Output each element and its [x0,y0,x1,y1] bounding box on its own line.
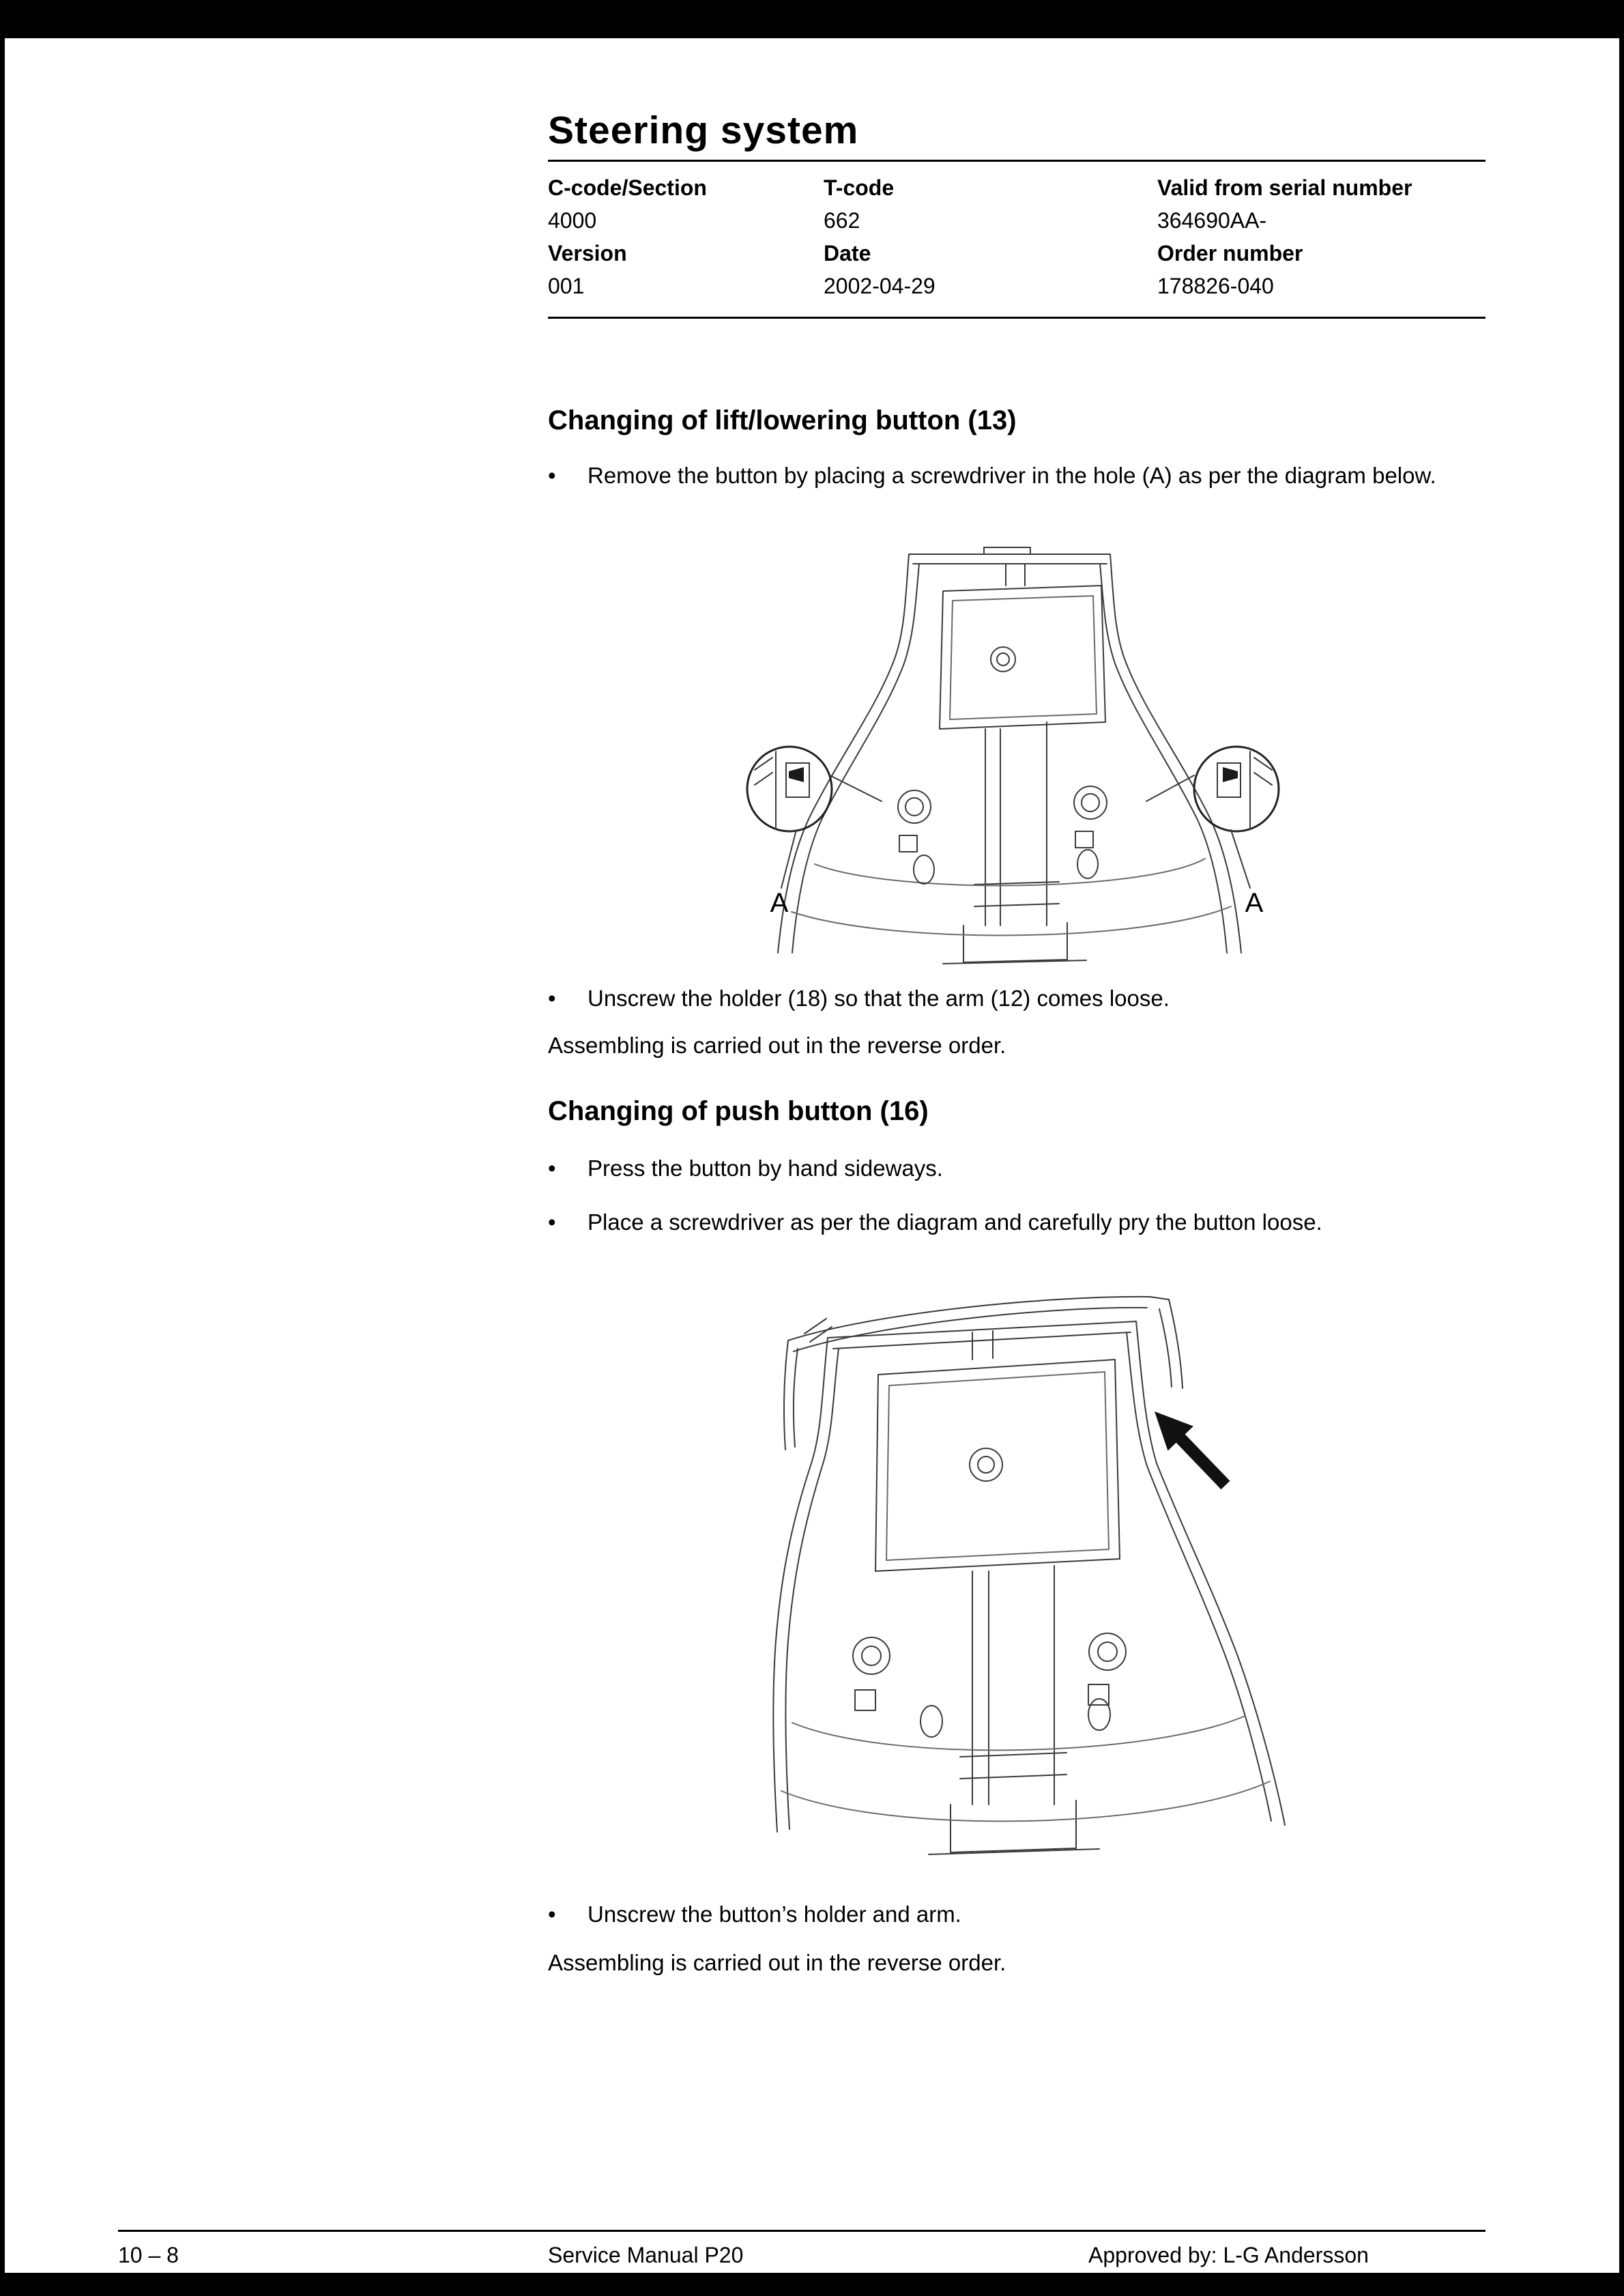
control-head-cover [783,1295,1183,1450]
bullet-marker: • [548,1902,556,1927]
meta-column-tcode: T-code 662 Date 2002-04-29 [824,171,936,302]
lift-button-diagram: A A [738,543,1299,975]
meta-label: Date [824,241,871,266]
meta-rule [548,317,1485,319]
lift-button-diagram-svg: A A [746,547,1280,964]
meta-value: 662 [824,208,860,233]
control-head-body [772,1321,1286,1855]
meta-label: C-code/Section [548,175,707,200]
bullet-text: Remove the button by placing a screwdriv… [588,463,1436,488]
scan-edge-left [0,0,5,2296]
page-title: Steering system [548,109,859,152]
scan-edge-right [1619,0,1624,2296]
detail-callout-left [746,745,833,833]
assembly-note: Assembling is carried out in the reverse… [548,1033,1006,1058]
bullet-item: • Unscrew the holder (18) so that the ar… [548,981,1468,1015]
scan-edge-bottom [0,2273,1624,2296]
meta-column-serial: Valid from serial number 364690AA- Order… [1157,171,1412,302]
meta-label: Order number [1157,241,1303,266]
control-head-outline [777,547,1242,964]
bullet-marker: • [548,1156,556,1181]
section-heading-lift-button: Changing of lift/lowering button (13) [548,405,1017,435]
bullet-text: Unscrew the button’s holder and arm. [588,1902,961,1927]
meta-value: 4000 [548,208,597,233]
bullet-item: • Remove the button by placing a screwdr… [548,459,1468,492]
meta-value: 364690AA- [1157,208,1267,233]
assembly-note: Assembling is carried out in the reverse… [548,1950,1006,1975]
push-button-diagram-svg [772,1295,1286,1855]
detail-callout-right [1193,745,1280,833]
meta-column-ccode: C-code/Section 4000 Version 001 [548,171,707,302]
detail-callout-circles [746,745,1280,833]
hole-label-a-right: A [1245,888,1264,918]
bullet-item: • Place a screwdriver as per the diagram… [548,1205,1468,1239]
meta-value: 001 [548,274,585,298]
footer-rule [118,2230,1485,2232]
section-heading-push-button: Changing of push button (16) [548,1096,929,1126]
callout-clip-marks [789,767,1238,782]
bullet-text: Press the button by hand sideways. [588,1156,943,1181]
callout-details [754,751,1273,889]
bullet-text: Place a screwdriver as per the diagram a… [588,1209,1322,1235]
meta-label: Valid from serial number [1157,175,1412,200]
bullet-marker: • [548,986,556,1011]
title-rule [548,160,1485,162]
meta-value: 178826-040 [1157,274,1274,298]
bullet-text: Unscrew the holder (18) so that the arm … [588,986,1170,1011]
footer-page-number: 10 – 8 [118,2243,179,2267]
meta-value: 2002-04-29 [824,274,936,298]
meta-label: T-code [824,175,895,200]
bullet-item: • Press the button by hand sideways. [548,1151,1468,1185]
footer-manual-name: Service Manual P20 [548,2243,744,2267]
bullet-item: • Unscrew the button’s holder and arm. [548,1897,1468,1931]
hole-label-a-left: A [770,888,789,918]
push-button-diagram [768,1286,1301,1881]
pry-direction-arrow [1155,1411,1230,1490]
scan-edge-top [0,0,1624,38]
bullet-marker: • [548,1209,556,1235]
footer-approved-by: Approved by: L-G Andersson [1088,2243,1369,2267]
meta-label: Version [548,241,627,266]
bullet-marker: • [548,463,556,488]
